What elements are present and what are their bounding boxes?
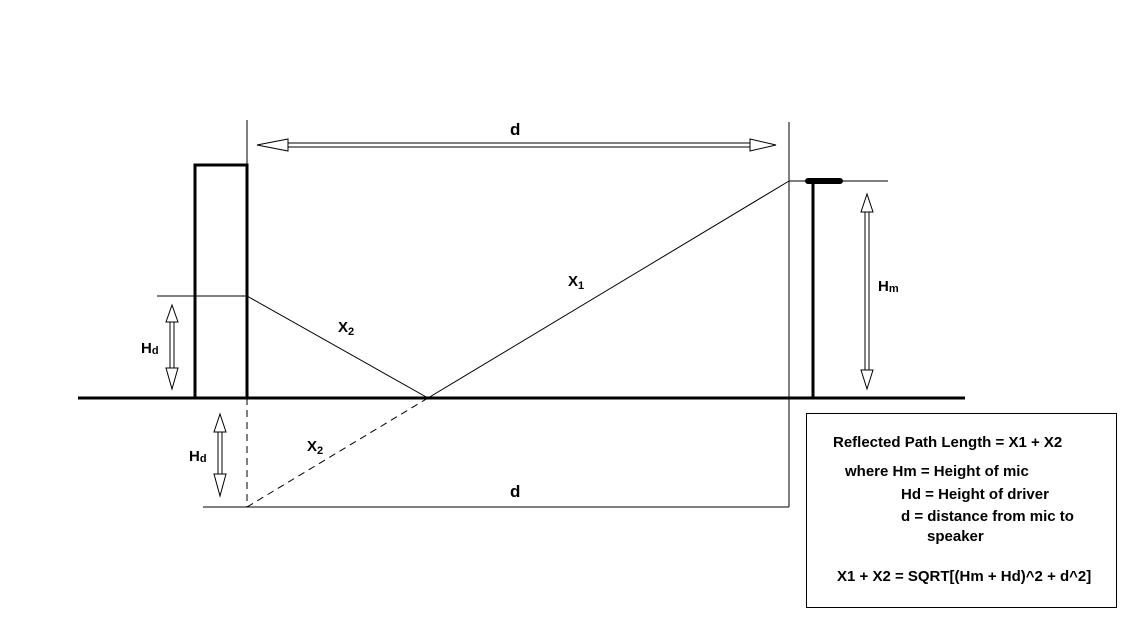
hm-arrow: [860, 192, 874, 391]
label-x1: X1: [568, 273, 584, 292]
mic: [805, 178, 843, 184]
ray-x2-image: [246, 397, 429, 508]
label-d-top: d: [510, 120, 520, 139]
label-x2-lower: X2: [307, 438, 323, 457]
legend-line-3: Hd = Height of driver: [901, 486, 1049, 503]
hd-arrow-lower: [213, 412, 227, 498]
ray-x1-reflected: [427, 180, 790, 399]
label-d-bottom: d: [510, 482, 520, 501]
label-hm: Hm: [878, 278, 899, 295]
label-x2-upper: X2: [338, 319, 354, 338]
legend-line-6: X1 + X2 = SQRT[(Hm + Hd)^2 + d^2]: [837, 568, 1092, 585]
legend-line-2: where Hm = Height of mic: [845, 463, 1029, 480]
legend-line-1: Reflected Path Length = X1 + X2: [833, 434, 1063, 451]
formula-legend-box: Reflected Path Length = X1 + X2 where Hm…: [806, 413, 1117, 608]
ray-x2-incident: [246, 295, 429, 399]
speaker-cabinet: [193, 163, 249, 400]
distance-arrow-top: [256, 138, 777, 152]
label-hd-upper: Hd: [141, 340, 159, 357]
hd-arrow-upper: [165, 303, 179, 391]
label-hd-lower: Hd: [189, 448, 207, 465]
legend-line-5: speaker: [927, 528, 984, 545]
legend-line-4: d = distance from mic to: [901, 508, 1074, 525]
